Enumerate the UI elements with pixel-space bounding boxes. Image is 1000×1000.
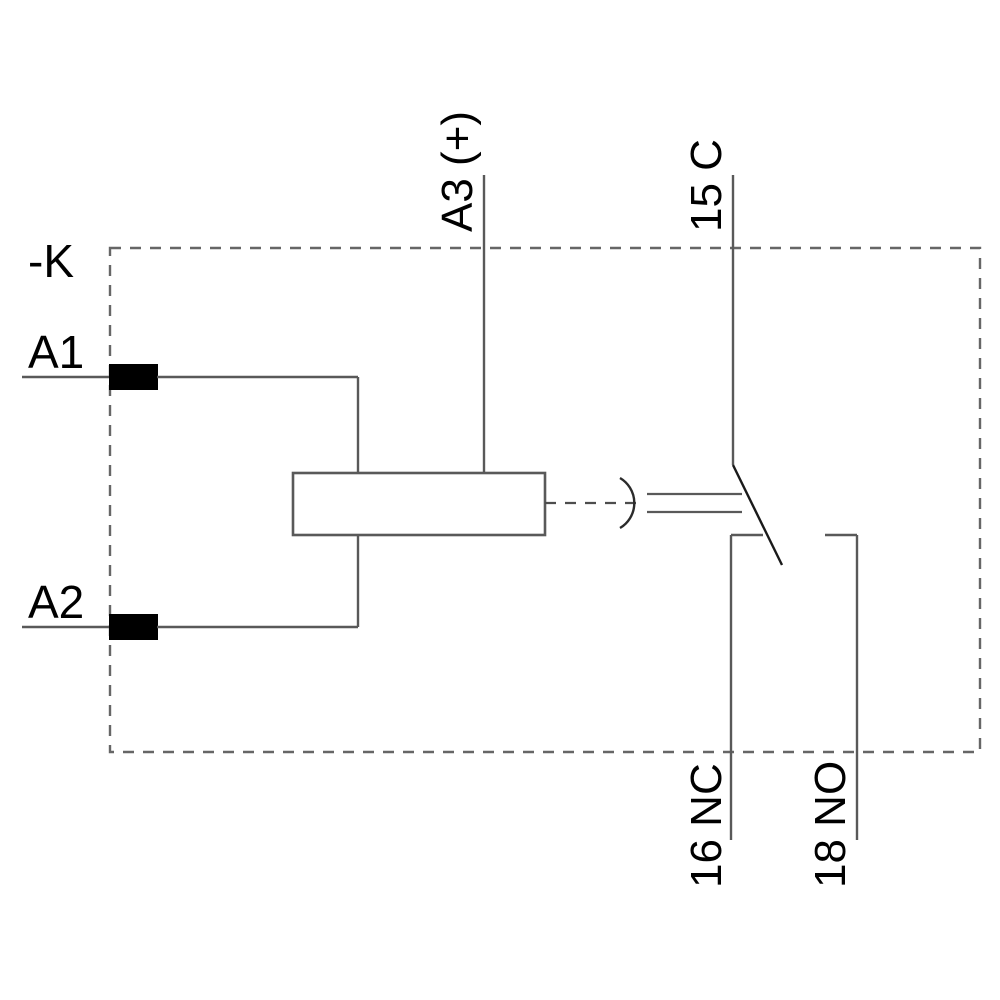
terminal-block-a2 bbox=[109, 614, 158, 640]
device-boundary bbox=[108, 246, 982, 754]
terminal-label-16nc: 16 NC bbox=[682, 763, 731, 888]
terminal-label-a3: A3 (+) bbox=[433, 111, 482, 232]
terminal-label-a1: A1 bbox=[28, 326, 84, 378]
armature-arc bbox=[619, 476, 636, 530]
device-label: -K bbox=[28, 235, 74, 287]
changeover-switch-blade bbox=[731, 464, 784, 566]
relay-coil-body bbox=[291, 471, 547, 537]
terminal-label-15c: 15 C bbox=[682, 139, 731, 232]
terminal-block-a1 bbox=[109, 364, 158, 390]
terminal-label-a2: A2 bbox=[28, 576, 84, 628]
terminal-label-18no: 18 NO bbox=[806, 761, 855, 888]
